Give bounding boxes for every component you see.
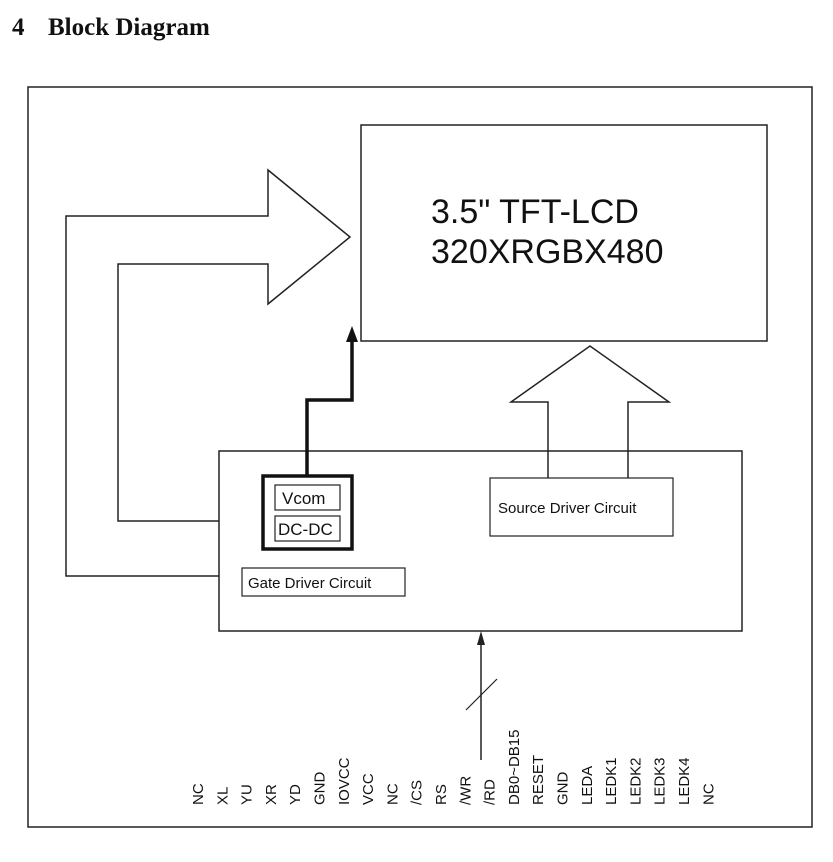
vcom-line: [305, 340, 354, 476]
gate-driver-arrow: [65, 168, 352, 577]
pin-label: GND: [555, 772, 572, 806]
pin-label: /WR: [457, 776, 474, 805]
source-driver-box: [489, 477, 674, 537]
pin-label: XR: [263, 784, 280, 805]
vcom-box: [274, 484, 341, 511]
pin-label: GND: [312, 772, 329, 806]
lcd-title: 3.5" TFT-LCD: [431, 193, 639, 231]
dcdc-box: [274, 515, 341, 542]
pin-label: RESET: [530, 755, 547, 805]
vcom-label: Vcom: [282, 489, 325, 508]
pin-label: LEDK3: [652, 757, 669, 805]
pin-label: NC: [384, 783, 401, 805]
pin-label: LEDK1: [603, 757, 620, 805]
pin-label: /CS: [409, 780, 426, 805]
bus-arrowhead: [477, 631, 485, 645]
source-driver-label: Source Driver Circuit: [498, 500, 637, 517]
lcd-panel-box: [360, 124, 768, 342]
pin-label: RS: [433, 784, 450, 805]
pin-label: DB0~DB15: [506, 730, 523, 805]
section-heading: 4 Block Diagram: [12, 14, 210, 42]
pin-label: IOVCC: [336, 757, 353, 805]
diagram-frame: [27, 86, 813, 828]
pin-label: VCC: [360, 773, 377, 805]
pin-label: LEDA: [579, 766, 596, 805]
pin-label: NC: [190, 783, 207, 805]
lcd-resolution: 320XRGBX480: [431, 233, 664, 271]
pin-label: LEDK2: [627, 757, 644, 805]
pin-label: /RD: [482, 779, 499, 805]
bus-slash: [465, 678, 498, 711]
controller-box: [218, 450, 743, 632]
pin-label: YU: [239, 784, 256, 805]
gate-driver-box: [241, 567, 406, 597]
gate-driver-label: Gate Driver Circuit: [248, 575, 372, 592]
section-title: Block Diagram: [48, 14, 210, 41]
pin-labels: NC XL YU XR YD GND IOVCC VCC NC/CS RS/WR/RD DB0~DB…: [190, 730, 717, 805]
source-driver-arrow: [508, 345, 672, 478]
pin-label: XL: [214, 787, 231, 805]
pin-label: NC: [700, 783, 717, 805]
section-number: 4: [12, 14, 25, 41]
pin-label: LEDK4: [676, 757, 693, 805]
dcdc-label: DC-DC: [278, 520, 333, 539]
pin-label: YD: [287, 784, 304, 805]
vcom-arrowhead: [346, 326, 358, 342]
